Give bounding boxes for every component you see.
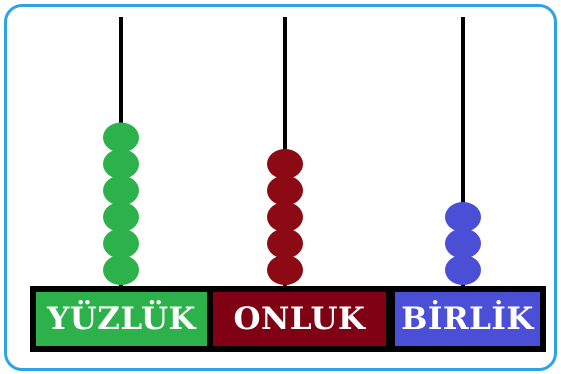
bead-ones <box>445 228 481 259</box>
column-label-ones: BİRLİK <box>395 292 540 346</box>
bead-hundreds <box>103 255 139 285</box>
bead-tens <box>267 149 303 179</box>
bead-hundreds <box>103 149 139 179</box>
column-label-tens: ONLUK <box>213 292 386 346</box>
bead-ones <box>445 202 481 232</box>
bead-hundreds <box>103 175 139 206</box>
bead-hundreds <box>103 122 139 153</box>
bead-tens <box>267 255 303 285</box>
bead-tens <box>267 228 303 259</box>
bead-hundreds <box>103 202 139 232</box>
column-label-tens-text: ONLUK <box>233 301 366 337</box>
bead-ones <box>445 255 481 285</box>
column-label-ones-text: BİRLİK <box>401 301 534 337</box>
bead-tens <box>267 175 303 206</box>
column-label-hundreds-text: YÜZLÜK <box>47 301 196 337</box>
abacus-base: YÜZLÜK ONLUK BİRLİK <box>30 286 546 352</box>
bead-tens <box>267 202 303 232</box>
bead-hundreds <box>103 228 139 259</box>
column-label-hundreds: YÜZLÜK <box>36 292 207 346</box>
